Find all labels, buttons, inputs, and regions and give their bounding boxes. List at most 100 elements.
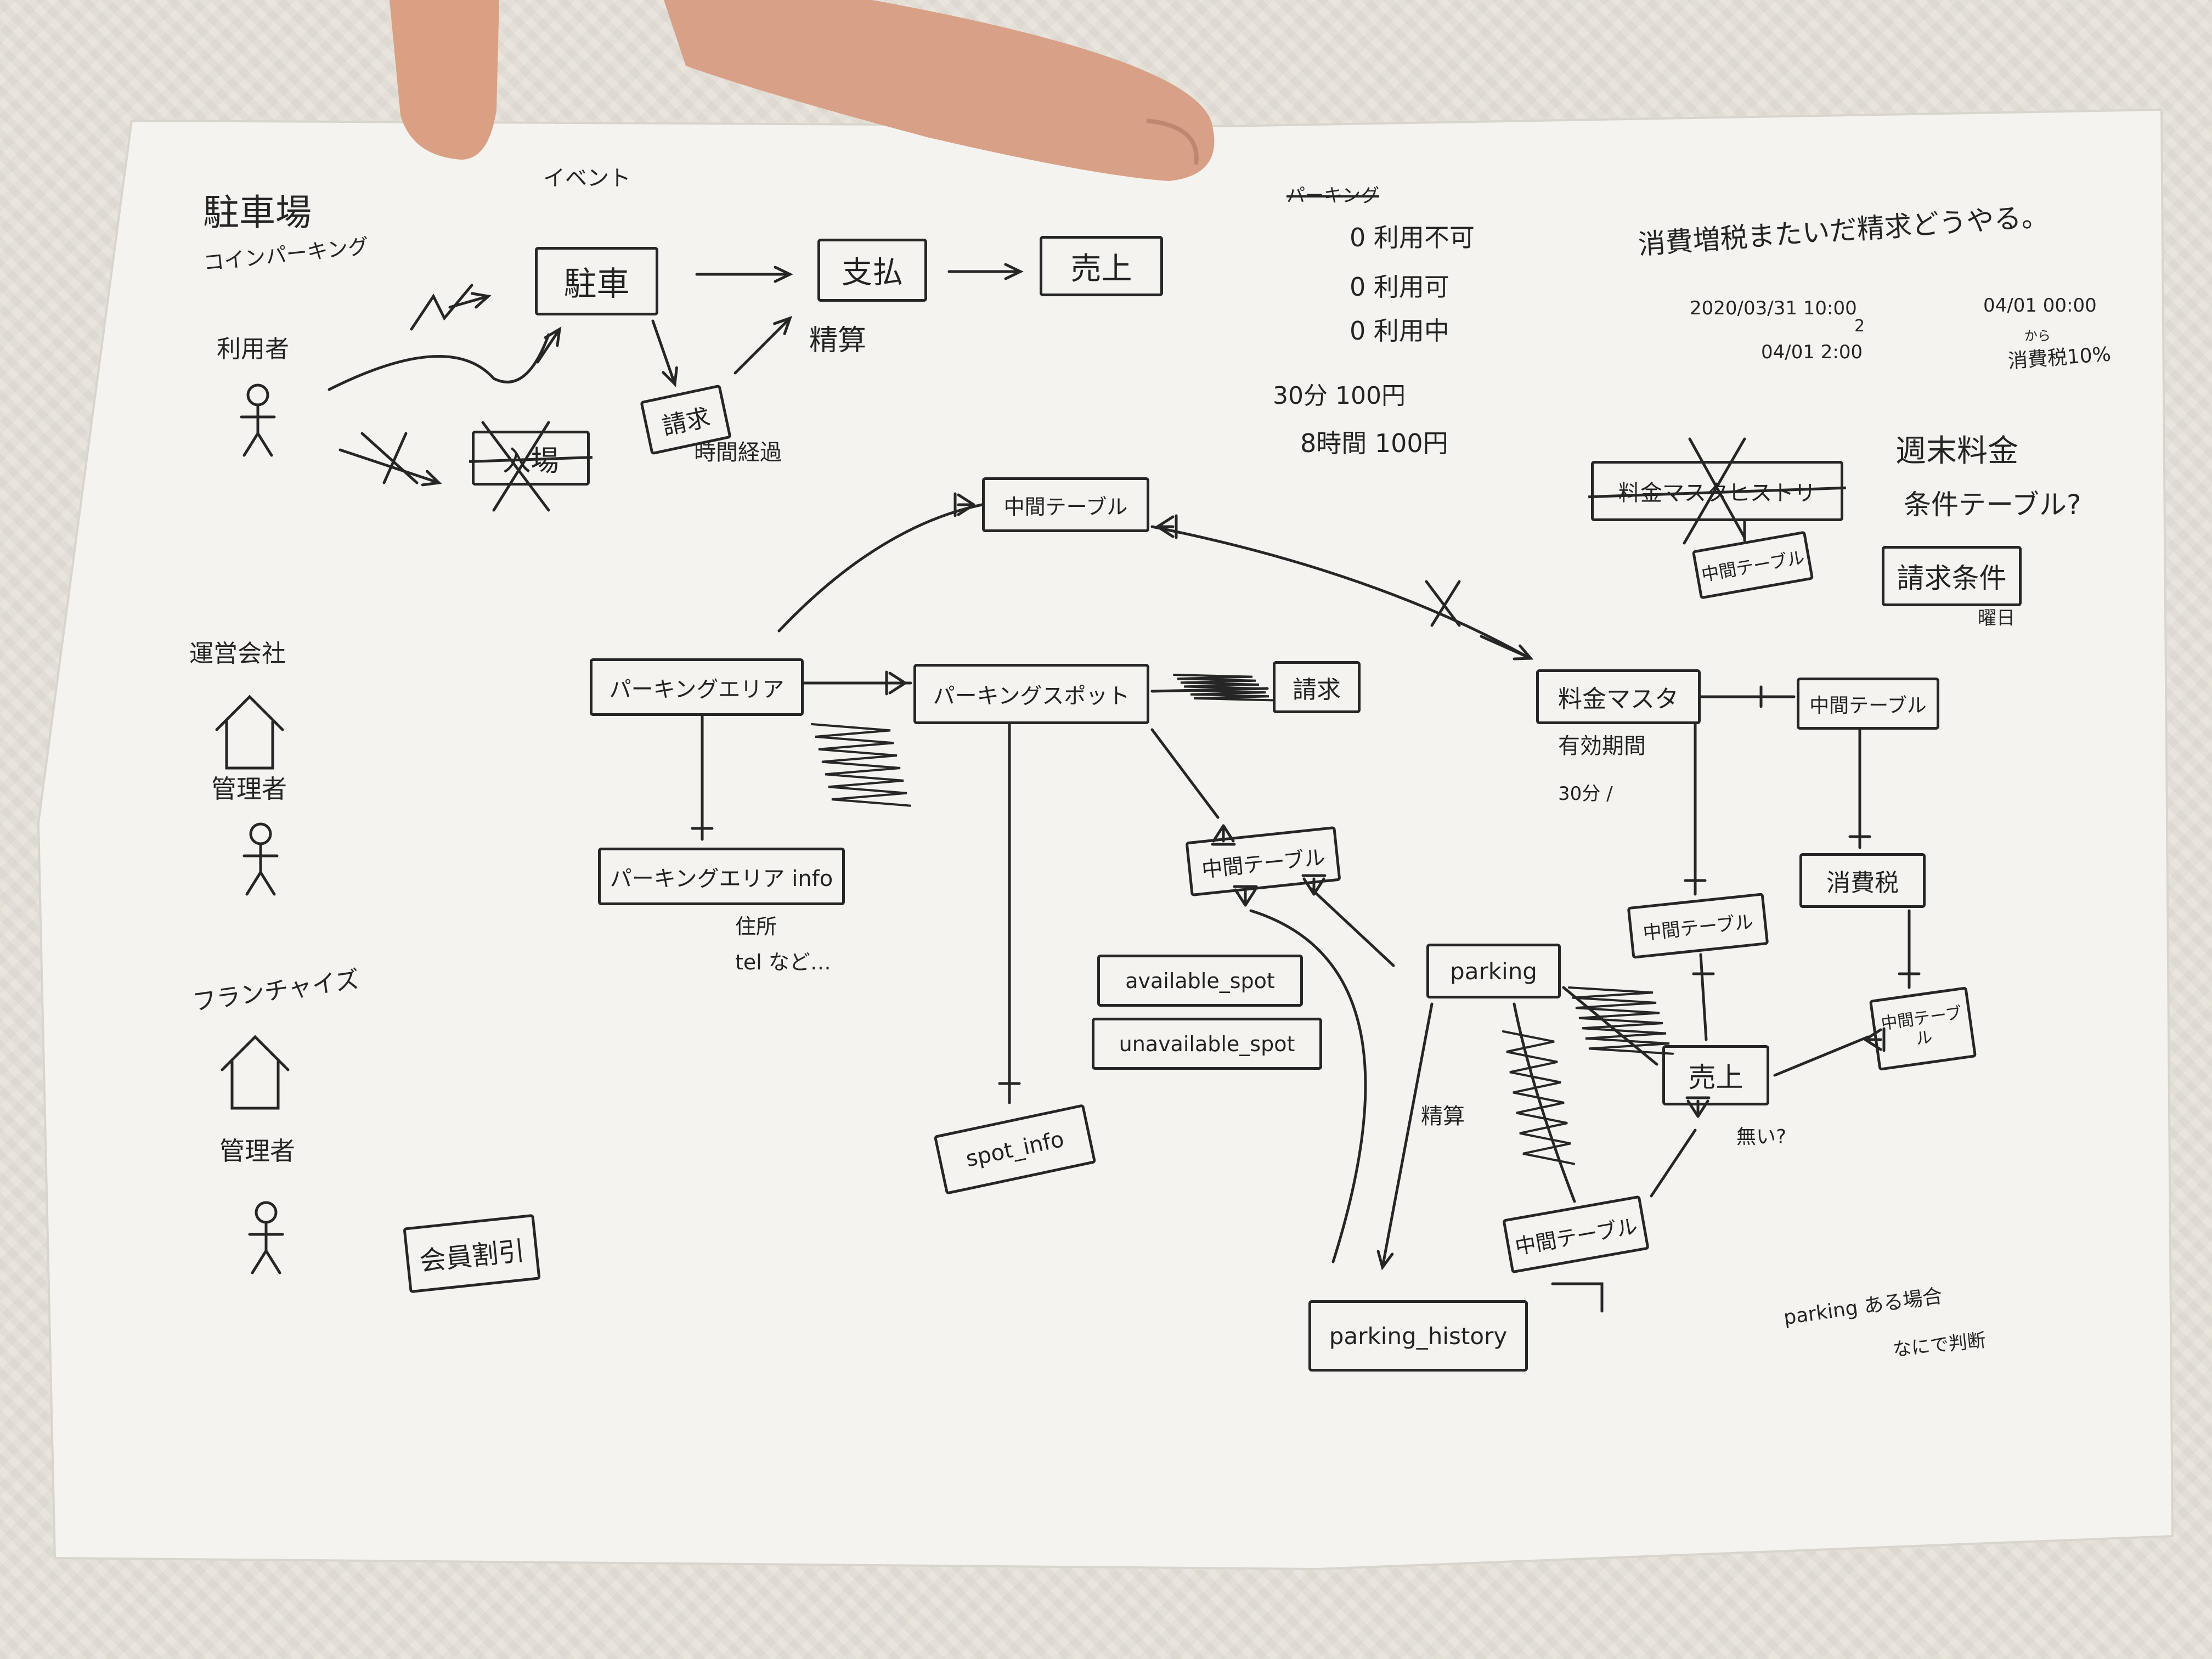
box-parking-spot: パーキングスポット (913, 664, 1149, 724)
crowfoot-midspot-parking (1301, 874, 1327, 896)
box-ryokin-master: 料金マスタ (1536, 669, 1701, 724)
tel-text: tel など… (735, 950, 831, 974)
figure-user-head (246, 383, 269, 407)
line-spot-to-midspot (1150, 728, 1220, 819)
box-parking-history: parking_history (1308, 1300, 1528, 1372)
box-unavailable-spot: unavailable_spot (1092, 1018, 1322, 1070)
box-area-info: パーキングエリア info (598, 848, 845, 905)
figure-manager1-body (242, 842, 279, 896)
arrow-chusha-to-seikyu-head (662, 366, 678, 387)
box-shiharai: 支払 (817, 239, 927, 302)
arrow-seikyu-to-shiharai (733, 317, 792, 375)
line-midbottom-to-uriage (1650, 1128, 1697, 1198)
box-available-spot: available_spot (1097, 955, 1303, 1007)
arrow-user-to-chusha-head (536, 328, 561, 364)
scribble-parking-midbottom (1502, 1030, 1575, 1165)
box-uriage: 売上 (1662, 1045, 1769, 1105)
box-nyujo: 入場 (472, 431, 590, 486)
manager1-label: 管理者 (211, 774, 287, 804)
cross-struck-arrow (360, 432, 419, 484)
crowfoot-midspot-history (1233, 885, 1258, 907)
box-mid-right: 中間テーブル (1797, 678, 1939, 730)
fingers-holding-paper (390, 0, 1215, 181)
line-midtop-to-ryokin (1150, 525, 1527, 657)
crowfoot-midtop-left (953, 492, 975, 517)
box-ryokin-history: 料金マスタヒストリ (1591, 461, 1843, 521)
date-tilde-text: 2 (1854, 317, 1865, 336)
title-text: 駐車場 (203, 191, 312, 234)
arrow-zigzag (448, 295, 490, 309)
arrow-chusha-to-seikyu (651, 319, 676, 386)
scribble-spot-seikyu (1173, 674, 1273, 702)
scribble-area-spot (811, 723, 911, 807)
status2-text: 0 利用可 (1350, 272, 1449, 302)
manager2-label: 管理者 (219, 1136, 295, 1166)
crowfoot-midsmall (1864, 1027, 1886, 1052)
box-chusha: 駐車 (535, 247, 658, 315)
arrow-struck-to-nyujo (338, 448, 441, 484)
nai-text: 無い? (1736, 1126, 1787, 1148)
event-label: イベント (543, 166, 631, 191)
box-mid-small: 中間テーブル (1869, 986, 1977, 1071)
figure-manager1-head (249, 822, 272, 845)
box-seikyu: 請求 (1273, 661, 1361, 713)
seisan-label: 精算 (809, 324, 867, 357)
validity-text: 有効期間 (1558, 733, 1646, 759)
date2-text: 04/01 2:00 (1761, 341, 1863, 363)
scribble-parking-uriage (1568, 986, 1674, 1055)
line-uriage-to-midsmall (1773, 1035, 1870, 1077)
line-midcenter-to-uriage (1699, 953, 1708, 1041)
icon-operator-house (215, 695, 284, 770)
figure-manager2-head (255, 1201, 278, 1224)
line-midspot-to-history (1249, 909, 1367, 1263)
weekday-text: 曜日 (1978, 607, 2015, 629)
line-midspot-to-parking (1310, 887, 1395, 967)
figure-manager2-body (248, 1221, 284, 1274)
status3-text: 0 利用中 (1350, 316, 1449, 346)
user-role-label: 利用者 (217, 335, 289, 363)
box-kaiin: 会員割引 (403, 1214, 541, 1294)
box-seikyu-joken: 請求条件 (1882, 546, 2022, 606)
arrow-user-to-chusha-head-head (544, 326, 562, 347)
arrow-seikyu-to-shiharai-head (773, 315, 793, 335)
date1-text: 2020/03/31 10:00 (1690, 297, 1857, 319)
arrow-struck-to-nyujo-head (421, 470, 442, 487)
arrow-parking-to-history (1381, 1002, 1434, 1269)
icon-franchise-house (221, 1035, 290, 1110)
arrow-shiharai-to-uriage-head (1004, 263, 1024, 280)
seisan2-text: 精算 (1421, 1104, 1465, 1129)
date3-note-text: から (2024, 328, 2051, 343)
box-mid-top: 中間テーブル (982, 477, 1149, 532)
line-midbottom-foot (1551, 1282, 1604, 1313)
box-parking-area: パーキングエリア (590, 658, 804, 716)
line-midtop-to-area (777, 503, 984, 633)
box-shohizei: 消費税 (1799, 853, 1926, 908)
arrow-midtop-ryokin-head (1480, 635, 1532, 660)
status1-text: 0 利用不可 (1350, 223, 1475, 252)
crowfoot-midtop-right (1156, 514, 1178, 539)
line-parking-to-midbottom (1513, 1002, 1576, 1203)
parking-struck-label: パーキング (1286, 185, 1379, 207)
date3-text: 04/01 00:00 (1983, 295, 2097, 317)
stroke-user-to-chusha (328, 333, 550, 391)
address-text: 住所 (735, 915, 777, 939)
cross-midtop-ryokin (1425, 580, 1461, 627)
box-uriage-top: 売上 (1040, 236, 1163, 296)
stroke-zigzag (410, 284, 473, 331)
weekend-text: 週末料金 (1895, 433, 2018, 469)
operator-label: 運営会社 (189, 640, 286, 668)
price2-text: 8時間 100円 (1300, 428, 1448, 458)
box-parking: parking (1426, 944, 1561, 998)
per30-text: 30分 / (1558, 783, 1613, 805)
price1-text: 30分 100円 (1273, 382, 1406, 410)
crowfoot-midspot (1211, 824, 1236, 846)
arrow-midtop-ryokin-head-head (1513, 644, 1534, 661)
arrow-chusha-to-shiharai-head (774, 266, 793, 283)
crowfoot-uriage-bottom (1685, 1096, 1711, 1118)
figure-user-body (240, 403, 276, 457)
condition-table-text: 条件テーブル? (1904, 489, 2081, 521)
arrow-zigzag-head (470, 292, 492, 309)
crowfoot-spot (885, 670, 907, 696)
arrow-parking-to-history-head (1376, 1250, 1394, 1271)
